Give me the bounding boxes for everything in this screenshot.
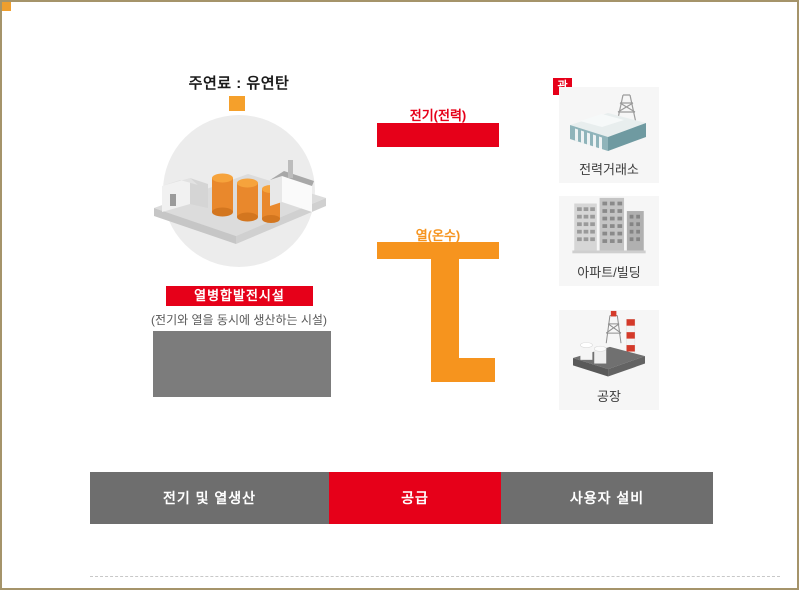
corner-accent — [2, 2, 11, 11]
destination-label-factory: 공장 — [597, 389, 621, 404]
stage-generation: 전기 및 열생산 — [90, 472, 329, 524]
stage-supply: 공급 — [329, 472, 501, 524]
destination-factory: 공장 — [559, 310, 659, 410]
plant-name-banner: 열병합발전시설 — [166, 286, 313, 306]
plant-detail-panel — [153, 331, 331, 397]
stage-user-facility: 사용자 설비 — [501, 472, 713, 524]
plant-description: (전기와 열을 동시에 생산하는 시설) — [151, 313, 327, 327]
heat-flow-label: 열(온수) — [415, 228, 461, 243]
destination-apartment-building: 아파트/빌딩 — [559, 196, 659, 286]
heat-flow-bar-horizontal — [377, 242, 499, 259]
electricity-flow-bar — [377, 123, 499, 147]
heat-flow-bar-branch — [431, 358, 495, 382]
power-exchange-building-icon — [570, 94, 646, 151]
process-stage-bar: 전기 및 열생산 공급 사용자 설비 — [90, 472, 713, 524]
destination-power-exchange: 전력거래소 — [559, 87, 659, 183]
fuel-label: 주연료 : 유연탄 — [188, 75, 290, 92]
heat-flow-bar-vertical — [431, 257, 459, 360]
factory-icon — [573, 310, 645, 377]
fuel-marker-square — [229, 96, 245, 111]
destination-label-power-exchange: 전력거래소 — [579, 162, 639, 177]
apartment-buildings-icon — [572, 197, 646, 254]
electricity-flow-label: 전기(전력) — [409, 108, 467, 123]
destination-label-apartment: 아파트/빌딩 — [577, 265, 641, 280]
cogeneration-plant-icon — [154, 160, 326, 244]
bottom-dashed-divider — [90, 576, 780, 577]
